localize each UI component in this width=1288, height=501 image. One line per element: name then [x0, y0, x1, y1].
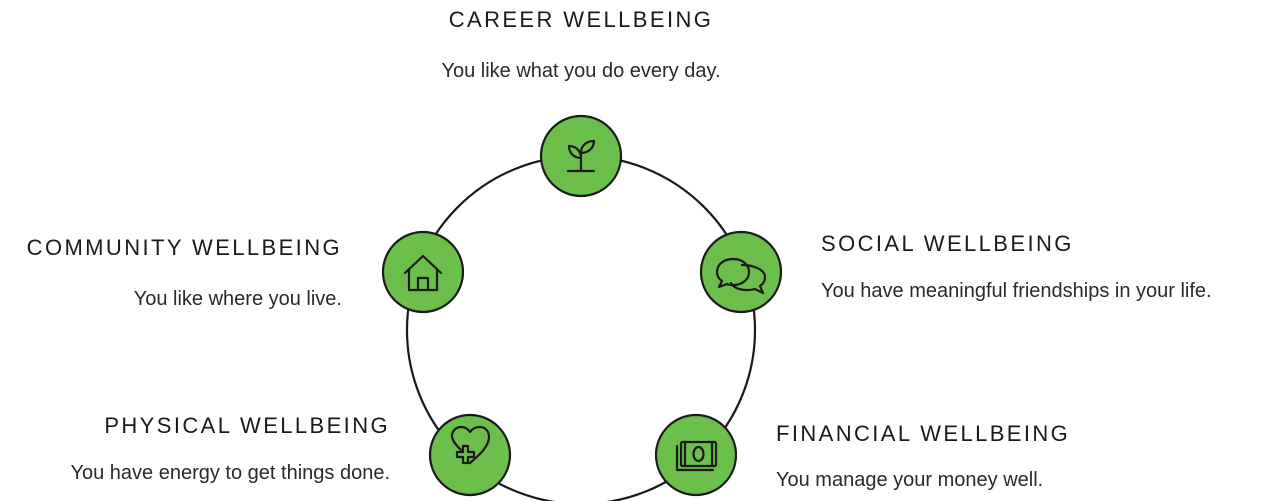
- social-description: You have meaningful friendships in your …: [821, 280, 1212, 302]
- physical-description: You have energy to get things done.: [70, 462, 390, 484]
- social-node: [699, 230, 783, 314]
- financial-title: FINANCIAL WELLBEING: [776, 421, 1071, 446]
- sprout-icon: [566, 139, 596, 173]
- physical-title: PHYSICAL WELLBEING: [104, 413, 390, 438]
- heart-plus-icon: [450, 425, 491, 465]
- financial-node: [654, 413, 738, 497]
- career-node: [539, 114, 623, 198]
- career-title: CAREER WELLBEING: [448, 7, 714, 32]
- money-bill-icon: [675, 440, 718, 472]
- house-icon: [403, 254, 443, 292]
- financial-description: You manage your money well.: [776, 469, 1044, 491]
- career-description: You like what you do every day.: [441, 60, 721, 82]
- physical-node: [428, 413, 512, 497]
- community-description: You like where you live.: [133, 288, 342, 310]
- chat-bubbles-icon: [715, 257, 767, 295]
- social-title: SOCIAL WELLBEING: [821, 231, 1074, 256]
- community-title: COMMUNITY WELLBEING: [26, 235, 342, 260]
- community-node: [381, 230, 465, 314]
